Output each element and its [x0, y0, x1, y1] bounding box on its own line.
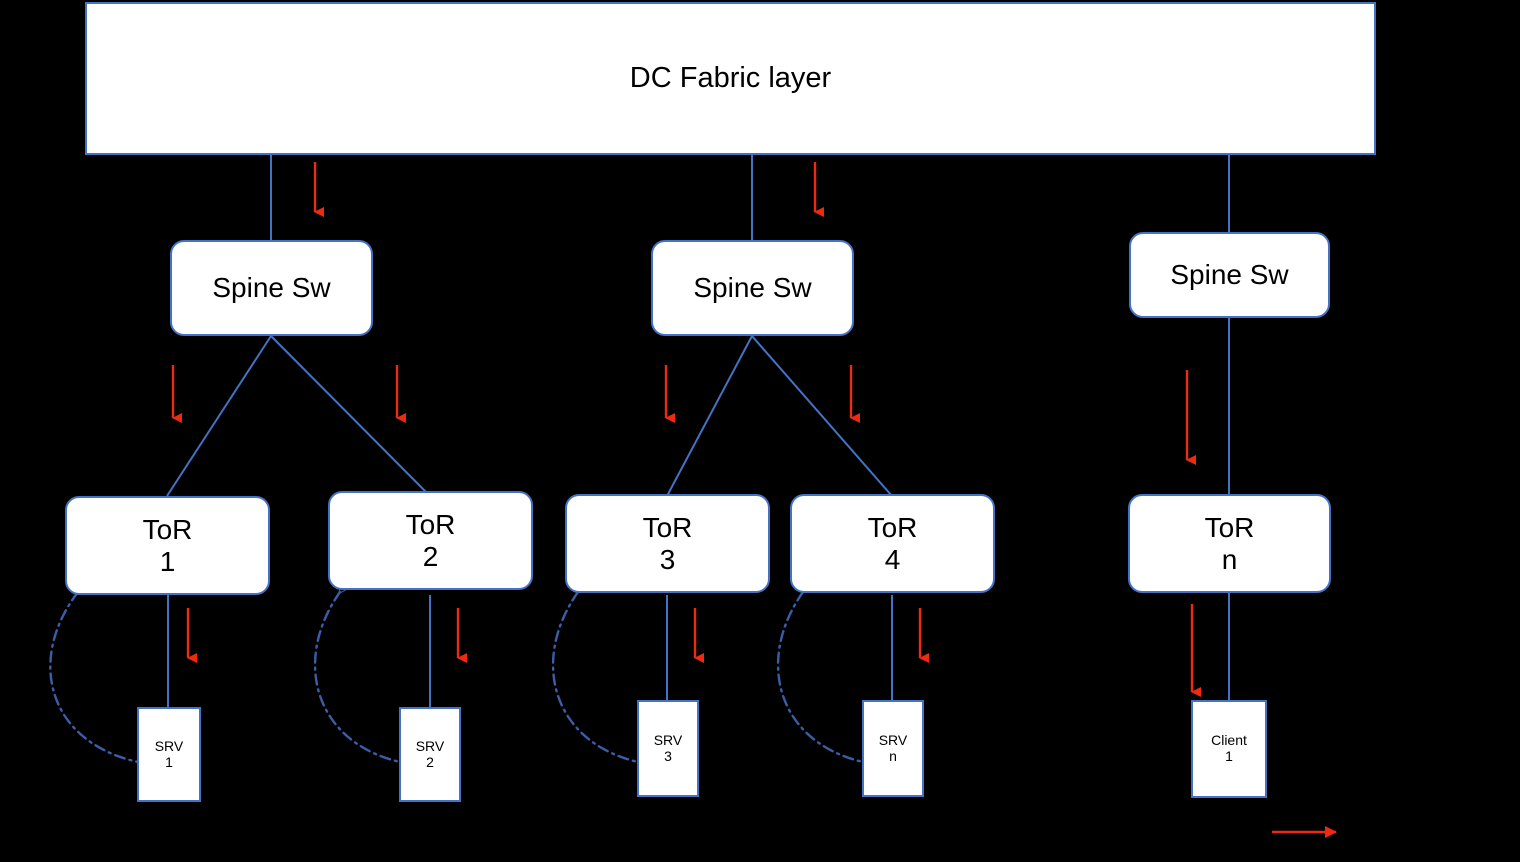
tor-switch-n-index: n	[1221, 543, 1238, 575]
dc-fabric-layer-box[interactable]: DC Fabric layer	[85, 2, 1376, 155]
tor-switch-3-label: ToR	[642, 512, 693, 544]
server-1-index: 1	[165, 753, 173, 770]
spine-switch-2-label: Spine Sw	[693, 272, 812, 304]
fabric-to-spine-links	[270, 155, 1230, 700]
server-1[interactable]: SRV 1	[137, 707, 201, 802]
dc-fabric-layer-label: DC Fabric layer	[629, 62, 832, 95]
tor-switch-3-index: 3	[659, 543, 676, 575]
spine1-to-tor-links	[166, 335, 431, 497]
server-3-label: SRV	[653, 731, 683, 748]
server-3-index: 3	[664, 747, 672, 764]
spine-switch-2[interactable]: Spine Sw	[651, 240, 854, 336]
client-1-index: 1	[1225, 748, 1233, 764]
tor-to-server-links	[167, 595, 893, 707]
server-n-index: n	[889, 747, 897, 764]
tor-switch-4-label: ToR	[867, 512, 918, 544]
tor-switch-2-index: 2	[422, 540, 439, 572]
spine2-to-tor-links	[666, 335, 893, 497]
tor-switch-4-index: 4	[884, 543, 901, 575]
server-n[interactable]: SRV n	[862, 700, 924, 797]
tor-switch-4[interactable]: ToR 4	[790, 494, 995, 593]
server-1-label: SRV	[154, 737, 184, 754]
server-n-label: SRV	[878, 731, 908, 748]
tor-switch-n[interactable]: ToR n	[1128, 494, 1331, 593]
tor-switch-1-index: 1	[159, 545, 176, 577]
client-1-label: Client	[1211, 732, 1247, 749]
tor-switch-n-label: ToR	[1204, 512, 1255, 544]
spine-switch-3[interactable]: Spine Sw	[1129, 232, 1330, 318]
tor-switch-1[interactable]: ToR 1	[65, 496, 270, 595]
tor-switch-1-label: ToR	[142, 514, 193, 546]
server-2-index: 2	[426, 753, 434, 770]
spine-switch-1-label: Spine Sw	[212, 272, 331, 304]
server-2-label: SRV	[415, 737, 445, 754]
server-3[interactable]: SRV 3	[637, 700, 699, 797]
server-2[interactable]: SRV 2	[399, 707, 461, 802]
spine-switch-3-label: Spine Sw	[1170, 259, 1289, 291]
tor-switch-2[interactable]: ToR 2	[328, 491, 533, 590]
tor-switch-2-label: ToR	[405, 509, 456, 541]
tor-switch-3[interactable]: ToR 3	[565, 494, 770, 593]
client-1[interactable]: Client 1	[1191, 700, 1267, 798]
spine-switch-1[interactable]: Spine Sw	[170, 240, 373, 336]
